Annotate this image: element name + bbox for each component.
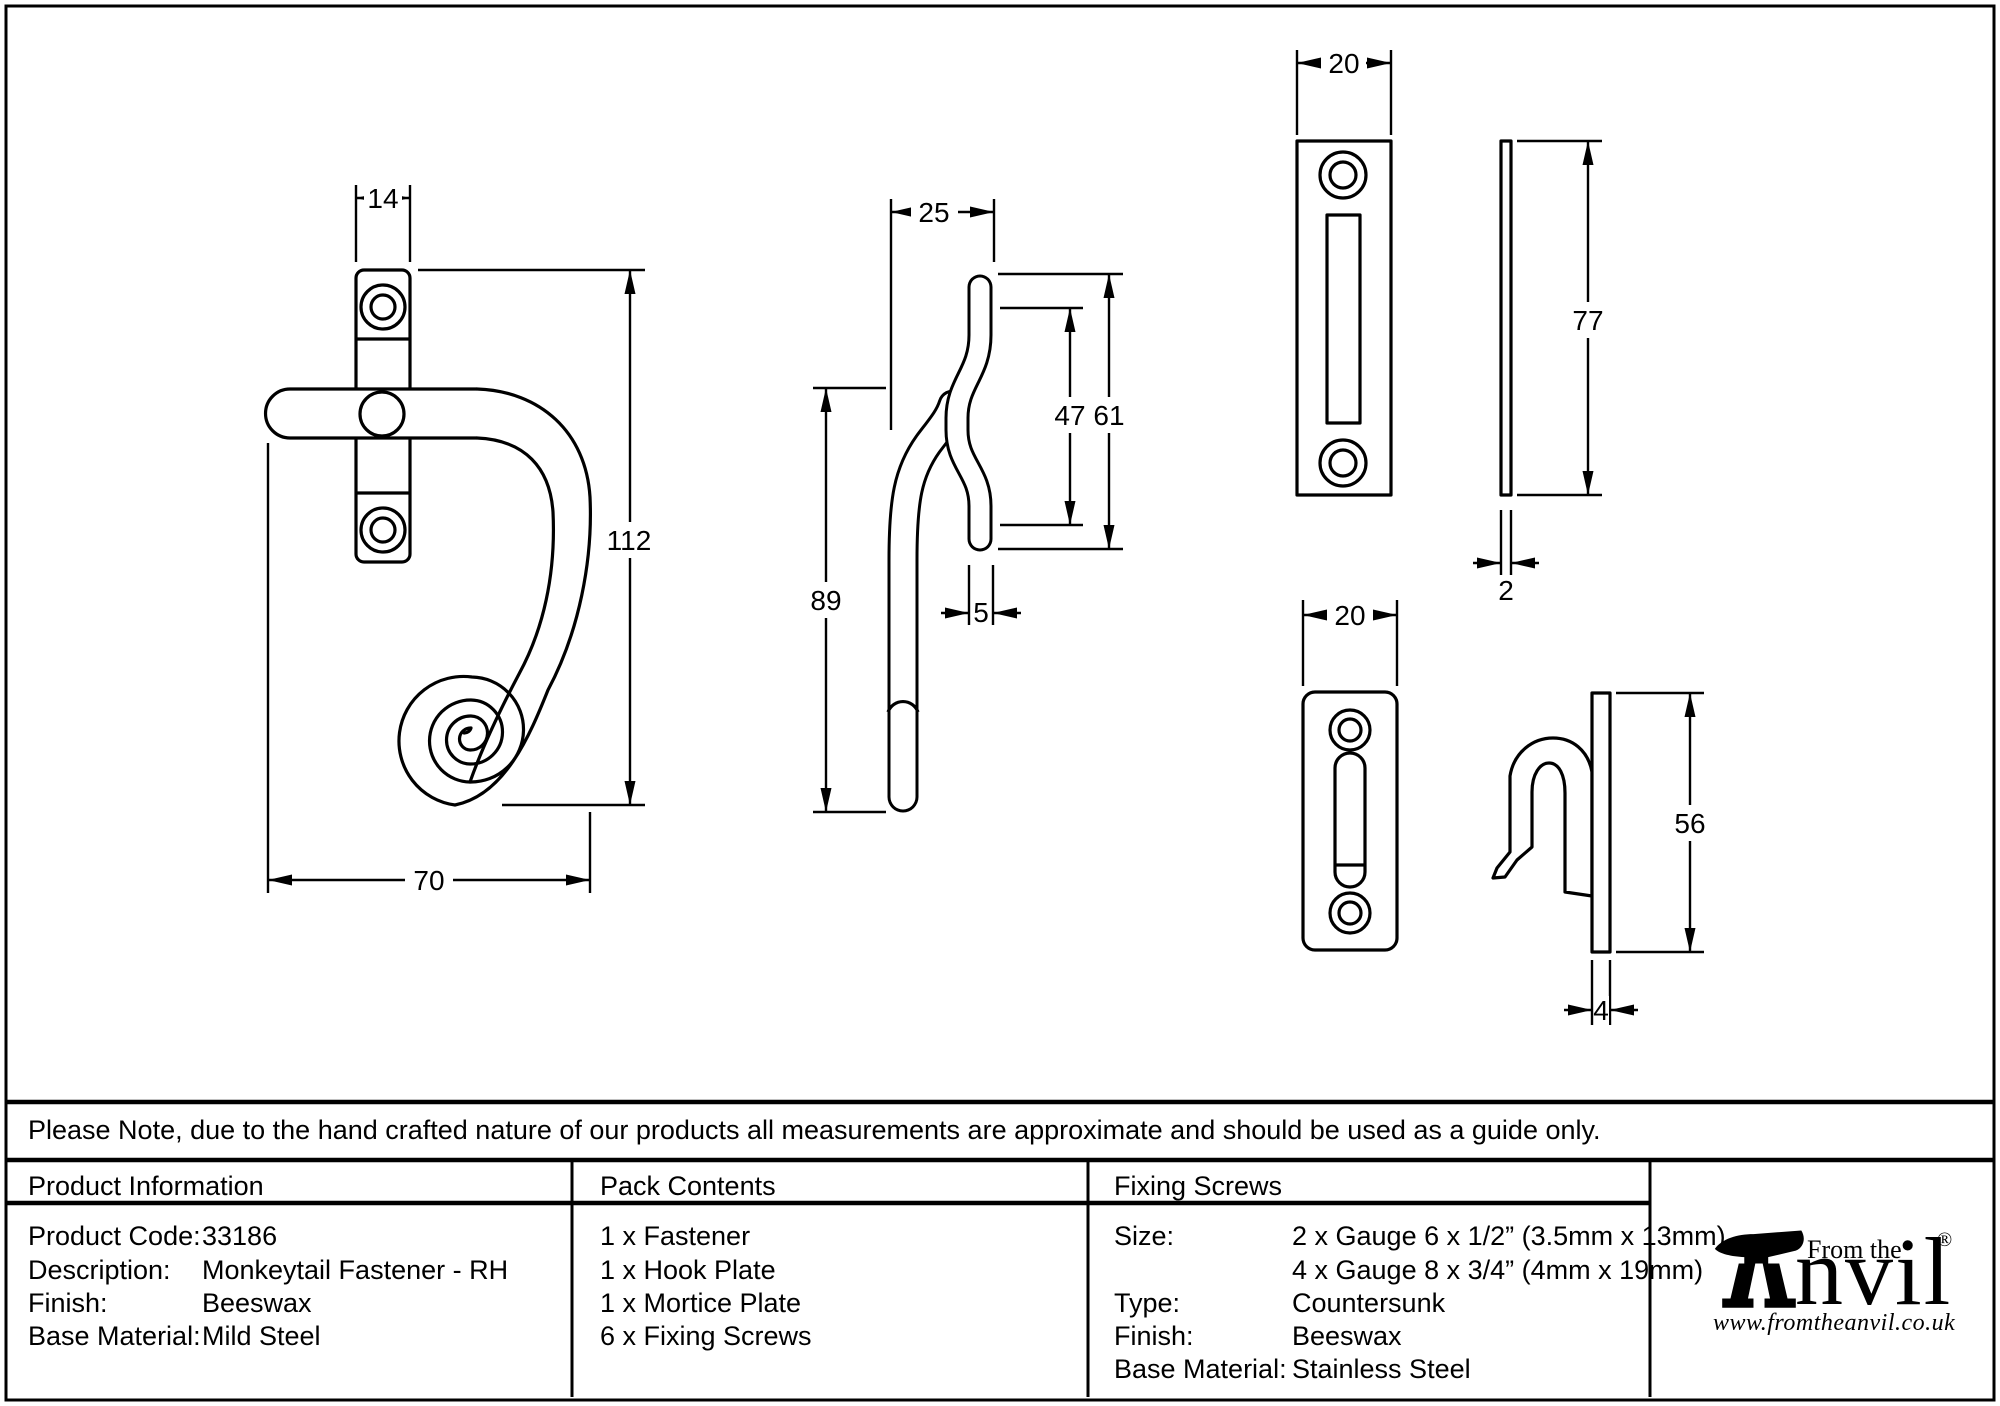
dim-handle-length: 89 [810,585,841,616]
hook-profile [1491,736,1594,898]
row-value: Mild Steel [202,1321,321,1351]
row-label: Product Code: [28,1221,201,1251]
monkeytail-outer-curve [397,387,592,807]
note-row-rules [6,1099,1994,1163]
hook-plate-side-view: 56 4 [1491,691,1715,1026]
dim-hook-width: 20 [1334,600,1365,631]
pivot-boss [358,390,406,438]
mortice-slot [1325,213,1362,425]
row-value: Beeswax [202,1288,312,1318]
dim-extension-lines [1499,510,1513,575]
anvil-icon [1714,1230,1804,1308]
mortice-plate-edge [1499,139,1513,497]
dim-label-mask [911,196,958,228]
fastener-front-view: 14 112 70 [263,182,658,898]
dim-label-mask [973,598,989,628]
dim-label-mask [1327,599,1373,631]
row-value: 2 x Gauge 6 x 1/2” (3.5mm x 13mm) [1292,1221,1726,1251]
brand-logo: From the nvil ® www.fromtheanvil.co.uk [1655,1165,1990,1395]
logo-brand-text: nvil [1795,1218,1953,1325]
row-label: Finish: [1114,1321,1194,1351]
row-value: 33186 [202,1221,278,1251]
row-label: Type: [1114,1288,1181,1318]
dim-extension-lines [889,199,996,430]
dim-mortice-height: 77 [1572,305,1603,336]
fastener-side-view: 25 89 47 61 5 [801,196,1133,814]
hook-slot [1333,751,1367,889]
logo-url: www.fromtheanvil.co.uk [1713,1310,1956,1336]
nose-profile-core [947,277,990,549]
monkeytail-inner-curve [468,436,555,784]
dim-label-mask [405,862,453,898]
pack-item: 1 x Fastener [600,1221,751,1251]
sheet-frame [4,4,1996,1402]
hook-plate-edge [1590,691,1612,954]
row-value: Countersunk [1292,1288,1446,1318]
mortice-plate-side-view: 77 2 [1473,139,1613,606]
pack-item: 6 x Fixing Screws [600,1321,812,1351]
dim-nose-height: 61 [1093,400,1124,431]
screw-hole-top-inner [1337,717,1363,743]
dim-hook-thickness: 4 [1593,995,1609,1026]
row-label: Base Material: [1114,1354,1287,1384]
dim-mortice-width: 20 [1328,48,1359,79]
dim-catch-height: 47 [1054,400,1085,431]
dim-label-mask [1085,397,1133,433]
registered-trademark-symbol: ® [1937,1229,1953,1251]
dim-fastener-overall-height: 112 [607,525,652,556]
row-value: Beeswax [1292,1321,1402,1351]
dim-nose-thickness: 5 [973,597,989,628]
dim-hook-height: 56 [1674,808,1705,839]
row-label: Size: [1114,1221,1175,1251]
row-label: Description: [28,1255,171,1285]
dim-extension-lines [418,268,645,807]
screw-hole-top-inner [369,293,397,321]
screw-hole-bottom-inner [1337,900,1363,926]
dim-label-mask [364,182,402,214]
dim-fastener-depth: 25 [918,197,949,228]
row-label: Base Material: [28,1321,201,1351]
dim-label-mask [1563,302,1613,338]
measurement-note: Please Note, due to the hand crafted nat… [28,1115,1601,1145]
pack-contents-header: Pack Contents [600,1171,776,1201]
row-value: Monkeytail Fastener - RH [202,1255,509,1285]
handle-profile-core [890,392,966,810]
dim-label-mask [1321,47,1366,79]
dim-mortice-thickness: 2 [1498,575,1514,606]
hook-plate-front-view: 20 [1301,599,1399,952]
dim-label-mask [1594,996,1609,1026]
screw-hole-top-inner [1328,160,1358,190]
row-value: Stainless Steel [1292,1354,1471,1384]
backplate-section-lines [356,337,410,495]
row-value: 4 x Gauge 8 x 3/4” (4mm x 19mm) [1292,1255,1704,1285]
logo-tagline: From the [1807,1235,1902,1264]
column-dividers [570,1160,1652,1397]
dim-label-mask [1665,805,1715,841]
screw-hole-bottom-inner [1328,448,1358,478]
dim-extension-lines [266,443,592,893]
fixing-screws-header: Fixing Screws [1114,1171,1283,1201]
product-information-header: Product Information [28,1171,264,1201]
handle-tip-cap-line [886,699,920,713]
dim-fastener-overall-width: 70 [413,865,444,896]
dim-fastener-plate-width: 14 [367,183,398,214]
outer-border [4,4,1996,1402]
dim-extension-lines [998,272,1123,551]
mortice-plate-front-view: 20 [1295,47,1393,497]
pack-item: 1 x Hook Plate [600,1255,776,1285]
dim-label-mask [801,582,851,618]
pack-item: 1 x Mortice Plate [600,1288,802,1318]
row-label: Finish: [28,1288,108,1318]
screw-hole-bottom-inner [369,516,397,544]
dim-label-mask [600,522,658,558]
